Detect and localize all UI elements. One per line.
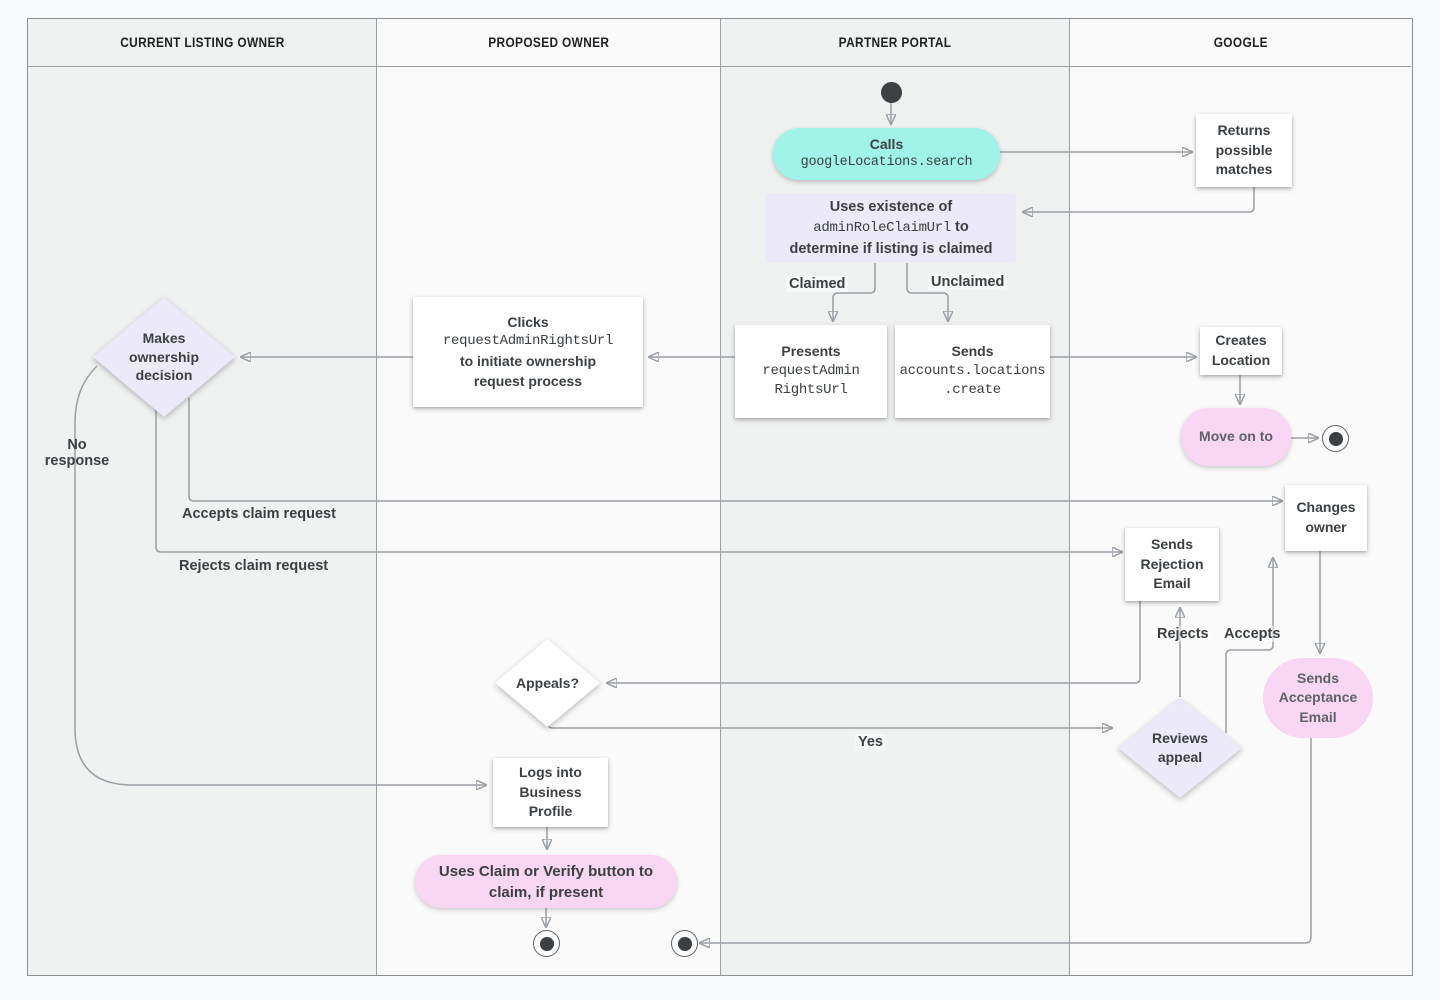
claim-or-verify-node: Uses Claim or Verify button to claim, if… (415, 855, 677, 908)
node-line1: Uses existence of (829, 198, 953, 215)
edge-label-yes: Yes (855, 734, 886, 750)
node-label: Logs into Business Profile (519, 764, 582, 820)
api-name-line1: accounts.locations (899, 362, 1046, 379)
end-node-google (1322, 425, 1349, 452)
edge-label-no-response: No response (44, 437, 110, 469)
sends-rejection-email-node: Sends Rejection Email (1125, 528, 1219, 601)
node-title: Clicks (507, 313, 549, 330)
node-line3: determine if listing is claimed (789, 240, 993, 257)
edge-label-accepts: Accepts (1221, 626, 1284, 642)
calls-googlelocations-search-node: Calls googleLocations.search (773, 128, 1000, 180)
api-name: requestAdminRightsUrl (442, 333, 614, 350)
api-name: adminRoleClaimUrl (813, 220, 951, 237)
end-node-dot (677, 936, 692, 951)
end-node-acceptance (671, 930, 698, 957)
end-node-dot (539, 936, 554, 951)
end-node-proposed-owner (533, 930, 560, 957)
edge-label-accepts-claim: Accepts claim request (182, 506, 336, 522)
changes-owner-node: Changes owner (1285, 485, 1367, 551)
reviews-diamond-shape: Reviews appeal (1118, 698, 1242, 798)
sends-acceptance-email-node: Sends Acceptance Email (1263, 658, 1373, 738)
api-name-line2: .create (944, 382, 1001, 399)
node-label: Changes owner (1296, 499, 1356, 535)
node-line3: request process (473, 372, 583, 389)
node-label: Uses Claim or Verify button to claim, if… (438, 862, 654, 901)
edge-label-unclaimed: Unclaimed (928, 274, 1008, 290)
logs-into-business-profile-node: Logs into Business Profile (493, 758, 608, 827)
clicks-requestadminrightsurl-node: Clicks requestAdminRightsUrl to initiate… (413, 297, 643, 407)
lane-title: PARTNER PORTAL (838, 35, 952, 50)
node-label: Reviews appeal (1151, 730, 1209, 765)
lane-header: PARTNER PORTAL (721, 19, 1069, 67)
decision-diamond-shape: Makes ownership decision (93, 297, 235, 417)
returns-possible-matches-node: Returns possible matches (1196, 114, 1292, 187)
node-label: Sends Rejection Email (1140, 536, 1204, 592)
lane-title: PROPOSED OWNER (487, 35, 610, 50)
api-name-line2: RightsUrl (774, 382, 848, 399)
appeals-decision-node: Appeals? (495, 639, 600, 727)
edge-label-rejects: Rejects (1154, 626, 1212, 642)
uses-existence-node: Uses existence of adminRoleClaimUrl to d… (766, 193, 1016, 263)
node-line2-suffix: to (951, 219, 969, 236)
node-title: Calls (869, 135, 904, 152)
node-line2: to initiate ownership (459, 353, 597, 369)
end-node-dot (1328, 431, 1343, 446)
reviews-appeal-node: Reviews appeal (1118, 698, 1242, 798)
lane-header: GOOGLE (1070, 19, 1411, 67)
edge-label-claimed: Claimed (786, 276, 849, 292)
lane-title: CURRENT LISTING OWNER (119, 35, 285, 50)
node-label: Move on to (1199, 428, 1273, 445)
node-line2: adminRoleClaimUrl to (813, 217, 968, 239)
lane-header: CURRENT LISTING OWNER (28, 19, 376, 67)
makes-ownership-decision-node: Makes ownership decision (93, 297, 235, 417)
node-label: Makes ownership decision (128, 329, 199, 384)
node-label: Sends Acceptance Email (1278, 669, 1358, 725)
presents-requestadminrightsurl-node: Presents requestAdmin RightsUrl (735, 325, 887, 418)
edge-label-rejects-claim: Rejects claim request (179, 558, 329, 574)
start-node (881, 82, 902, 103)
node-label: Creates Location (1211, 332, 1271, 368)
appeals-diamond-shape: Appeals? (495, 639, 600, 727)
node-title: Sends (951, 343, 994, 360)
lane-proposed-owner: PROPOSED OWNER (376, 19, 720, 975)
lane-header: PROPOSED OWNER (377, 19, 720, 67)
lane-current-listing-owner: CURRENT LISTING OWNER (28, 19, 376, 975)
api-name-line1: requestAdmin (762, 362, 860, 379)
creates-location-node: Creates Location (1200, 327, 1282, 375)
move-on-to-node: Move on to (1181, 408, 1291, 466)
lane-title: GOOGLE (1213, 35, 1268, 50)
api-name: googleLocations.search (800, 155, 973, 171)
node-label: Appeals? (515, 674, 579, 691)
node-title: Presents (781, 343, 841, 360)
sends-accounts-locations-create-node: Sends accounts.locations .create (895, 325, 1050, 418)
node-label: Returns possible matches (1215, 122, 1273, 178)
